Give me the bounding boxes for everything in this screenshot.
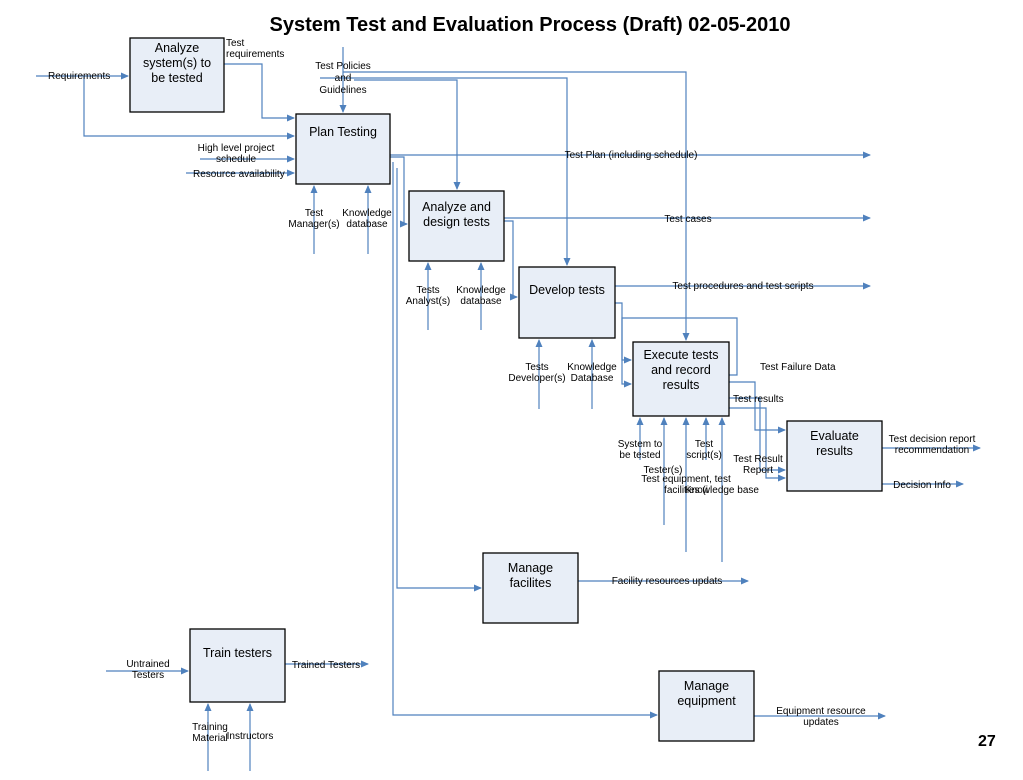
diagram-title: System Test and Evaluation Process (Draf… [269,14,791,36]
connector-arrow [354,79,461,190]
label-requirements: Requirements [48,71,110,82]
activity-label: Train testers [203,646,272,660]
label-knowledge-base: Knowledge base [685,485,759,496]
activity-train-testers: Train testers [189,628,286,703]
connector-arrow [224,63,295,122]
activity-box [482,552,579,624]
label-facility-updates: Facility resources updats [612,576,723,587]
page-number: 27 [978,733,996,750]
label-resource-availability: Resource availability [193,169,285,180]
label-decision-info: Decision Info [893,480,951,491]
activity-box [129,37,225,113]
connector-arrow [392,162,658,719]
label-test-results: Test results [733,394,784,405]
activity-box [295,113,391,185]
activity-label: Plan Testing [309,125,377,139]
activity-box [632,341,730,417]
activity-box [786,420,883,492]
connector-arrow [621,317,738,376]
connector-arrow [343,71,690,341]
label-test-plan: Test Plan (including schedule) [565,150,698,161]
label-test-cases: Test cases [664,214,711,225]
connector-arrow [729,407,786,482]
connector-lines [36,47,981,771]
label-testers: Tester(s) [644,465,683,476]
activity-develop-tests: Develop tests [518,266,616,339]
connector-arrow [729,397,786,474]
connector-arrow [83,76,295,140]
label-trained-testers: Trained Testers [292,660,360,671]
connector-arrow [396,168,482,592]
connector-arrow [615,302,632,388]
activity-box [658,670,755,742]
activity-plan-testing: Plan Testing [295,113,391,185]
connector-arrow [320,77,571,266]
connector-arrow [504,220,518,301]
connector-arrow [390,156,408,228]
label-instructors: Instructors [227,731,274,742]
activity-box [408,190,505,262]
label-test-procedures: Test procedures and test scripts [672,281,813,292]
activity-box [518,266,616,339]
label-test-failure-data: Test Failure Data [760,362,836,373]
connector-arrow [729,381,786,434]
activity-label: Develop tests [529,283,605,297]
activity-box [189,628,286,703]
